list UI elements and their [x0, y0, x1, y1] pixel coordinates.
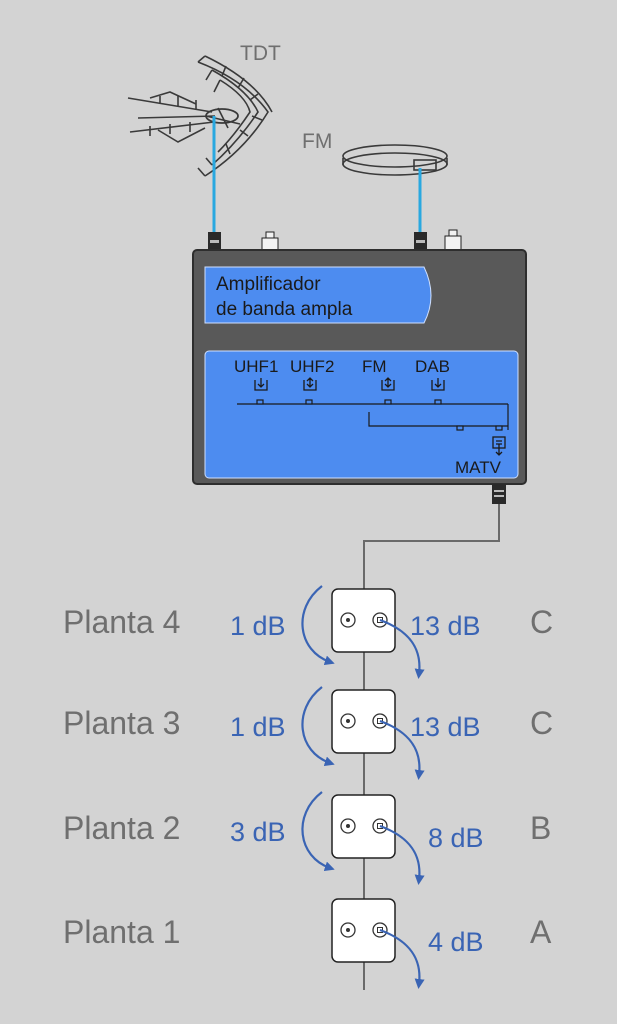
- tap-box: [331, 588, 396, 653]
- through-loss-label: 1 dB: [230, 611, 286, 641]
- panel-bus-lines: [237, 399, 509, 431]
- amplifier-title-line2: de banda ampla: [216, 299, 353, 320]
- input-symbols: [254, 377, 445, 391]
- connector-cap-icon: [444, 229, 462, 251]
- tap-box: [331, 898, 396, 963]
- floor-class: C: [530, 705, 553, 741]
- tap-input-port-icon: [340, 922, 356, 938]
- connector-cap-icon: [261, 231, 279, 251]
- through-arrow: [301, 686, 335, 767]
- through-arrow: [301, 585, 335, 666]
- tap-level-label: 8 dB: [428, 823, 484, 853]
- tap-box: [331, 794, 396, 859]
- tap-box: [331, 689, 396, 754]
- floor-1: Planta 1 4 dB A: [63, 898, 552, 989]
- floor-4: Planta 4 1 dB 13 dB C: [63, 585, 553, 679]
- tap-arrow: [379, 824, 425, 885]
- antenna-cables: [212, 116, 422, 232]
- tap-input-port-icon: [340, 612, 356, 628]
- through-loss-label: 3 dB: [230, 817, 286, 847]
- floor-class: C: [530, 604, 553, 640]
- tdt-label: TDT: [240, 42, 281, 65]
- fm-antenna-icon: [342, 144, 448, 176]
- floor-name: Planta 3: [63, 705, 180, 741]
- floor-name: Planta 2: [63, 810, 180, 846]
- connector-icon: [208, 232, 221, 250]
- floor-class: A: [530, 914, 552, 950]
- top-connectors: [208, 229, 462, 251]
- tap-arrow: [379, 618, 425, 679]
- tap-level-label: 4 dB: [428, 927, 484, 957]
- distribution-cable: [363, 504, 500, 990]
- amplifier-title-tag: [204, 266, 432, 324]
- tap-arrow: [379, 928, 425, 989]
- input-port-icon: [254, 378, 268, 391]
- fm-antenna-label: FM: [302, 130, 332, 153]
- tap-input-port-icon: [340, 713, 356, 729]
- input-label-uhf1: UHF1: [234, 357, 278, 376]
- tap-level-label: 13 dB: [410, 611, 481, 641]
- tdt-antenna-icon: [127, 55, 273, 177]
- tap-arrow: [379, 719, 425, 780]
- input-label-uhf2: UHF2: [290, 357, 334, 376]
- amplifier-title-line1: Amplificador: [216, 274, 321, 295]
- output-label-matv: MATV: [455, 458, 502, 477]
- floor-name: Planta 1: [63, 914, 180, 950]
- floor-class: B: [530, 810, 551, 846]
- floor-name: Planta 4: [63, 604, 180, 640]
- input-port-icon: [303, 377, 317, 391]
- amplifier-panel: [204, 350, 519, 479]
- input-port-icon: [381, 377, 395, 391]
- floor-2: Planta 2 3 dB 8 dB B: [63, 791, 551, 885]
- floor-3: Planta 3 1 dB 13 dB C: [63, 686, 553, 780]
- output-port-icon: [492, 436, 506, 456]
- tap-input-port-icon: [340, 818, 356, 834]
- connector-icon: [414, 232, 427, 250]
- input-port-icon: [431, 378, 445, 391]
- tap-level-label: 13 dB: [410, 712, 481, 742]
- input-label-dab: DAB: [415, 357, 450, 376]
- through-loss-label: 1 dB: [230, 712, 286, 742]
- through-arrow: [301, 791, 335, 872]
- input-label-fm: FM: [362, 357, 387, 376]
- output-connector-icon: [492, 484, 506, 504]
